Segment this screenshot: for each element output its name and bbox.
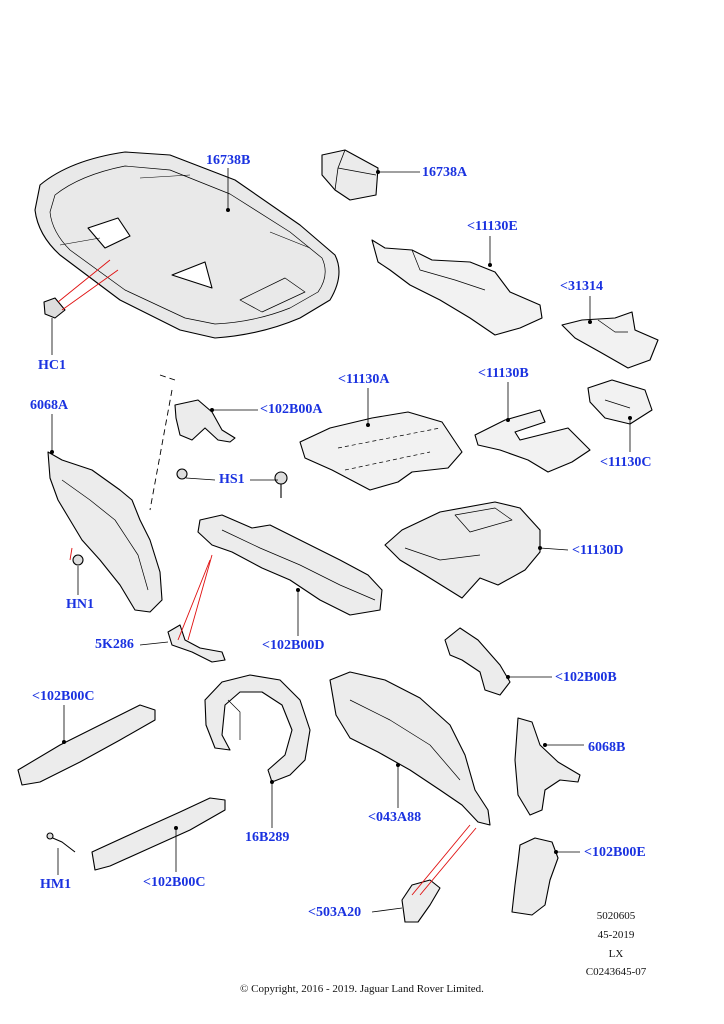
label-16738B: 16738B (206, 153, 251, 168)
part-11130B (474, 409, 591, 473)
part-102B00E (511, 837, 559, 916)
part-6068B (514, 717, 581, 816)
part-102B00A (174, 399, 236, 443)
part-11130A (299, 411, 463, 491)
label-043A88: <043A88 (368, 810, 422, 825)
part-HS1-screw (176, 468, 288, 498)
part-11130E (371, 239, 543, 336)
drawing-number: 5020605 (596, 910, 636, 922)
label-11130C: <11130C (600, 455, 652, 470)
part-102B00C-bottom (91, 797, 226, 871)
label-503A20: <503A20 (308, 905, 362, 920)
label-HC1: HC1 (38, 358, 66, 373)
part-HM1-clip (46, 832, 76, 853)
label-102B00C-bottom: <102B00C (143, 875, 206, 890)
label-31314: <31314 (560, 279, 603, 294)
hood-insulator-16738B (34, 151, 340, 339)
label-6068B: 6068B (588, 740, 626, 755)
red-callout-lines (57, 259, 477, 896)
label-11130B: <11130B (478, 366, 529, 381)
copyright-notice: © Copyright, 2016 - 2019. Jaguar Land Ro… (240, 983, 484, 995)
label-6068A: 6068A (30, 398, 69, 413)
part-5K286 (167, 624, 226, 663)
part-16B289 (204, 674, 311, 783)
part-31314 (561, 311, 659, 369)
leader-lines (50, 168, 633, 913)
label-102B00E: <102B00E (584, 845, 646, 860)
part-HC1-clip (43, 297, 66, 319)
part-11130C (587, 379, 653, 425)
part-16738A (321, 149, 379, 201)
drawing-date: 45-2019 (597, 929, 635, 941)
label-HN1: HN1 (66, 597, 94, 612)
label-11130A: <11130A (338, 372, 390, 387)
label-HM1: HM1 (40, 877, 72, 892)
part-HN1-nut (72, 554, 84, 566)
illustration-code: C0243645-07 (585, 966, 647, 978)
part-503A20 (401, 879, 441, 923)
part-102B00B (444, 627, 511, 696)
label-11130E: <11130E (467, 219, 518, 234)
part-102B00C-top (17, 704, 156, 786)
part-043A88 (329, 671, 491, 826)
label-5K286: 5K286 (95, 637, 134, 652)
label-HS1: HS1 (219, 472, 245, 487)
label-102B00C-top: <102B00C (32, 689, 95, 704)
part-6068A (47, 451, 163, 613)
guide-line (149, 374, 176, 511)
label-16B289: 16B289 (245, 830, 290, 845)
label-16738A: 16738A (422, 165, 468, 180)
label-102B00A: <102B00A (260, 402, 323, 417)
part-11130D (384, 501, 541, 599)
label-11130D: <11130D (572, 543, 624, 558)
part-102B00D (197, 514, 383, 616)
label-102B00B: <102B00B (555, 670, 617, 685)
model-code: LX (608, 948, 624, 960)
label-102B00D: <102B00D (262, 638, 325, 653)
